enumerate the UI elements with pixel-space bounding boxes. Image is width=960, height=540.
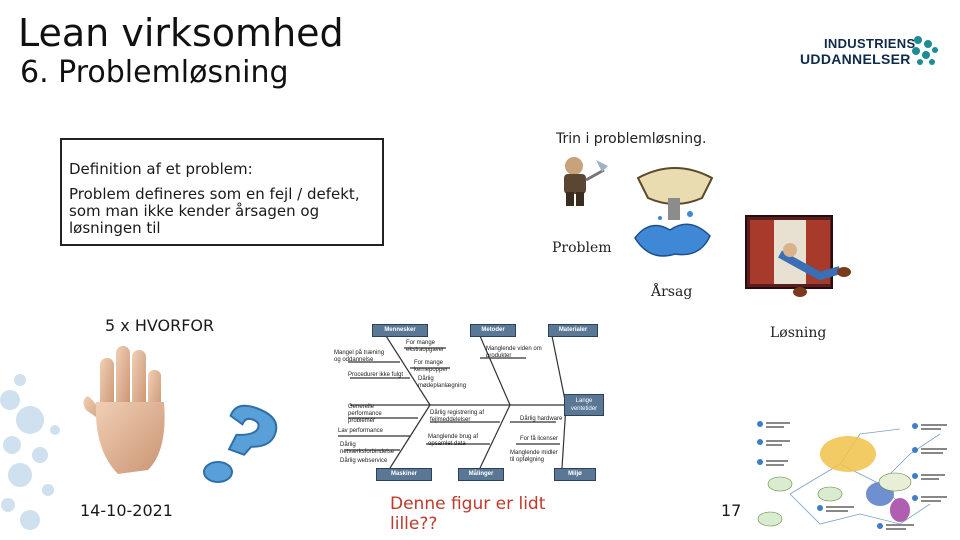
step-problem-label: Problem: [552, 240, 612, 256]
logo-line-1: INDUSTRIENS: [824, 36, 916, 51]
fishbone-cause: Generelle performance problemer: [348, 404, 382, 424]
fishbone-cause: Dårlig webservice: [340, 458, 388, 464]
fishbone-cause: For mange ekstraopgaver: [406, 340, 445, 353]
decorative-dots-background: [0, 374, 60, 530]
fishbone-cause: Dårlig netværksforbindelse: [340, 442, 395, 455]
fishbone-header-environment: Miljø: [554, 468, 596, 481]
mind-map-thumbnail: [757, 421, 947, 530]
steps-title: Trin i problemløsning.: [556, 131, 707, 147]
fishbone-cause: Manglende midler til opfølgning: [510, 450, 558, 463]
fishbone-header-materials: Materialer: [548, 324, 598, 337]
fishbone-diagram: Mennesker Metoder Materialer Maskiner Må…: [330, 318, 606, 484]
question-mark-icon: [203, 404, 278, 483]
fishbone-cause: Procedurer ikke fulgt: [348, 372, 404, 378]
leaking-sink-clipart: [634, 167, 714, 257]
industriens-uddannelser-logo: INDUSTRIENS UDDANNELSER: [800, 34, 940, 70]
fishbone-header-people: Mennesker: [372, 324, 428, 337]
definition-heading: Definition af et problem:: [69, 160, 253, 178]
page-number: 17: [721, 501, 742, 520]
step-solution-label: Løsning: [770, 325, 827, 341]
fishbone-cause: Lav performance: [338, 428, 384, 434]
logo-dots-icon: [912, 36, 938, 65]
fishbone-cause: Manglende brug af opsamlet data: [428, 434, 479, 447]
fishbone-cause: Mangel på træning og oddannelse: [334, 350, 385, 363]
fishbone-cause: Manglende viden om produkter: [486, 346, 542, 359]
slide-date: 14-10-2021: [80, 501, 173, 520]
plumber-clipart: [564, 157, 608, 206]
slide-title: Lean virksomhed: [18, 11, 344, 55]
fishbone-lines: [338, 335, 567, 469]
review-note: Denne figur er lidt lille??: [390, 494, 546, 534]
fishbone-cause: Dårlig hardware: [520, 416, 563, 422]
fallen-man-door-clipart: [745, 215, 851, 297]
fishbone-cause: Dårlig registrering af fejlmeddelelser: [430, 410, 485, 423]
definition-box: Definition af et problem: Problem define…: [60, 138, 384, 246]
step-cause-label: Årsag: [651, 284, 693, 300]
fishbone-problem-head: Lange ventetider: [564, 394, 604, 416]
fishbone-header-measurements: Målinger: [458, 468, 504, 481]
logo-line-2: UDDANNELSER: [800, 51, 911, 67]
definition-text: Problem defineres som en fejl / defekt, …: [69, 185, 360, 237]
slide-subtitle: 6. Problemløsning: [20, 55, 289, 90]
fishbone-header-machines: Maskiner: [376, 468, 432, 481]
fishbone-cause: For mange kernepopper: [414, 360, 448, 373]
fishbone-header-methods: Metoder: [470, 324, 516, 337]
open-hand-clipart: [83, 346, 165, 474]
fishbone-cause: For få licenser: [520, 436, 559, 442]
five-why-label: 5 x HVORFOR: [105, 316, 215, 335]
fishbone-cause: Dårlig mødeplanlægning: [418, 376, 467, 389]
